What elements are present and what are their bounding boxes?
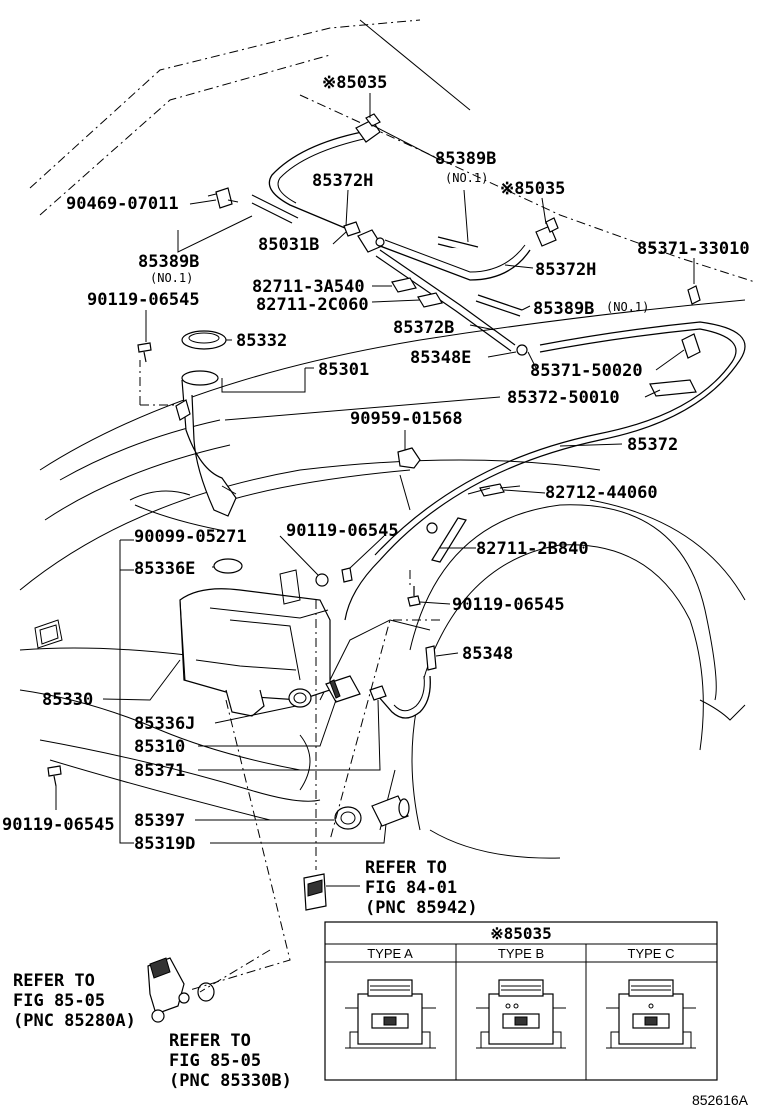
callout-85348e: 85348E <box>410 348 471 368</box>
callout-85372: 85372 <box>627 435 678 455</box>
callout-85031b: 85031B <box>258 235 319 255</box>
callout-85371-33010: 85371-33010 <box>637 239 750 259</box>
callout-85035-mid: ※85035 <box>500 179 565 199</box>
callout-85389b-right: 85389B <box>533 299 594 319</box>
callout-90469-07011: 90469-07011 <box>66 194 179 214</box>
callout-85319d: 85319D <box>134 834 195 854</box>
callout-85389b-top-sub: (NO.1) <box>445 171 488 185</box>
variant-header-type-b: TYPE B <box>498 946 544 961</box>
callout-85372b: 85372B <box>393 318 454 338</box>
variant-table-title: ※85035 <box>490 924 552 943</box>
callout-90119-06545-a: 90119-06545 <box>87 290 200 310</box>
washer-hoses <box>251 131 746 719</box>
ref-85-05b-line3: (PNC 85330B) <box>169 1071 292 1091</box>
callout-85301: 85301 <box>318 360 369 380</box>
ref-85-05b-line1: REFER TO <box>169 1031 251 1051</box>
callout-85372h-b: 85372H <box>535 260 596 280</box>
ref-85-05a-line3: (PNC 85280A) <box>13 1011 136 1031</box>
reference-notes: REFER TO FIG 84-01 (PNC 85942) REFER TO … <box>13 858 478 1091</box>
ref-85-05a-line2: FIG 85-05 <box>13 991 105 1011</box>
callout-85389b-right-sub: (NO.1) <box>606 300 649 314</box>
ref-84-01-line3: (PNC 85942) <box>365 898 478 918</box>
leader-lines <box>55 93 695 993</box>
callout-85397: 85397 <box>134 811 185 831</box>
nozzle-variant-table: ※85035 TYPE A TYPE B TYPE C <box>324 921 718 1081</box>
callout-90119-06545-c: 90119-06545 <box>452 595 565 615</box>
callout-85372h-a: 85372H <box>312 171 373 191</box>
callout-82712-44060: 82712-44060 <box>545 483 658 503</box>
callout-90099-05271: 90099-05271 <box>134 527 247 547</box>
callout-90119-06545-b: 90119-06545 <box>286 521 399 541</box>
callout-85332: 85332 <box>236 331 287 351</box>
callout-labels: ※85035 85389B (NO.1) ※85035 85372H 90469… <box>2 73 750 854</box>
callout-85348: 85348 <box>462 644 513 664</box>
variant-header-type-a: TYPE A <box>367 946 413 961</box>
nozzle-type-a-drawing <box>345 979 436 1049</box>
callout-85330: 85330 <box>42 690 93 710</box>
callout-85336j: 85336J <box>134 714 195 734</box>
nozzle-type-b-drawing <box>476 979 566 1049</box>
ref-84-01-line2: FIG 84-01 <box>365 878 457 898</box>
callout-85310: 85310 <box>134 737 185 757</box>
body-outline <box>19 19 756 859</box>
figure-id: 852616A <box>692 1092 749 1108</box>
callout-82711-2b840: 82711-2B840 <box>476 539 589 559</box>
callout-85035-top: ※85035 <box>322 73 387 93</box>
callout-85371-50020: 85371-50020 <box>530 361 643 381</box>
callout-85389b-left: 85389B <box>138 252 199 272</box>
callout-90119-06545-d: 90119-06545 <box>2 815 115 835</box>
callout-85336e: 85336E <box>134 559 195 579</box>
callout-90959-01568: 90959-01568 <box>350 409 463 429</box>
ref-85-05a-line1: REFER TO <box>13 971 95 991</box>
callout-82711-3a540: 82711-3A540 <box>252 277 365 297</box>
ref-85-05b-line2: FIG 85-05 <box>169 1051 261 1071</box>
callout-85372-50010: 85372-50010 <box>507 388 620 408</box>
ref-84-01-line1: REFER TO <box>365 858 447 878</box>
parts <box>47 113 701 1023</box>
callout-85389b-top: 85389B <box>435 149 496 169</box>
callout-85389b-left-sub: (NO.1) <box>150 271 193 285</box>
callout-85371: 85371 <box>134 761 185 781</box>
nozzle-type-c-drawing <box>606 979 696 1049</box>
variant-header-type-c: TYPE C <box>628 946 675 961</box>
callout-82711-2c060: 82711-2C060 <box>256 295 369 315</box>
